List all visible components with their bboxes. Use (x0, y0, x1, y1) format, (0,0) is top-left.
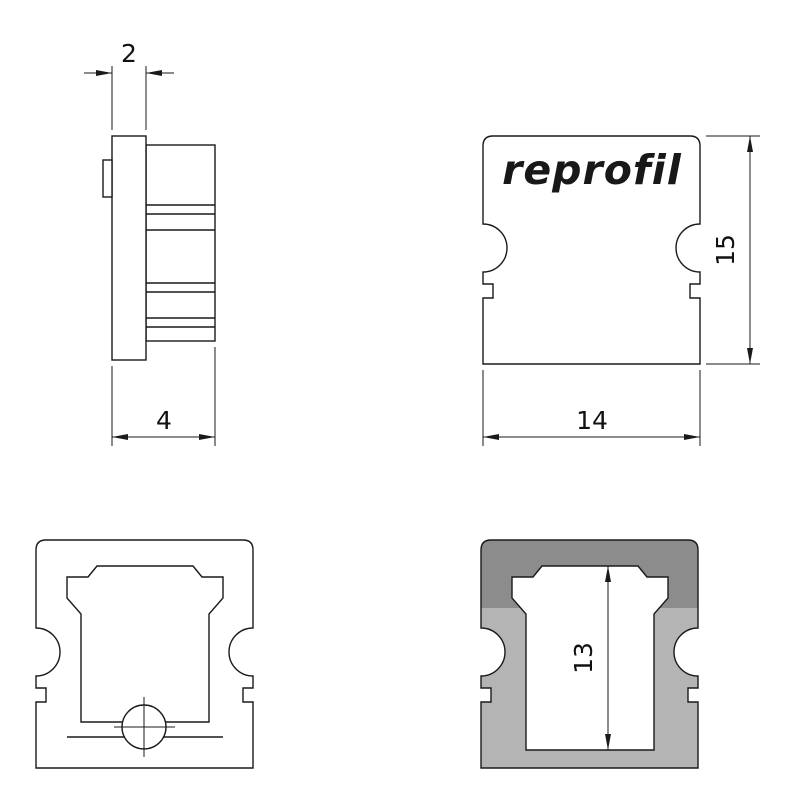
open-face-outline (35, 539, 254, 769)
side-clip-tab (102, 159, 113, 198)
dimension-value-14: 14 (576, 406, 608, 435)
dimension-lip-depth: 2 (84, 39, 174, 130)
dimension-height: 15 (706, 135, 760, 365)
dimension-arrow (483, 434, 499, 440)
dimension-arrow (146, 70, 162, 76)
extension-lines (482, 370, 701, 446)
view-open-face (35, 539, 254, 769)
dimension-value-15: 15 (711, 234, 740, 266)
side-detail-lines (146, 204, 215, 328)
front-outline (482, 135, 701, 365)
extension-lines (111, 66, 147, 130)
dimension-value-13: 13 (569, 642, 598, 674)
section-outline (480, 539, 699, 769)
view-front: reprofil 15 14 (482, 135, 760, 446)
brand-logo: reprofil (502, 146, 682, 194)
dimension-inner-height: 13 (569, 566, 611, 750)
hole-center-lines (114, 697, 175, 757)
dimension-arrow (96, 70, 112, 76)
dimension-width: 14 (482, 370, 701, 446)
dimension-arrow (747, 348, 753, 364)
view-section: 13 (480, 539, 699, 769)
dimension-value-4: 4 (156, 406, 172, 435)
extension-lines (111, 347, 216, 446)
dimension-total-depth: 4 (111, 347, 216, 446)
view-side: 2 4 (84, 39, 216, 446)
inner-profile-contour (66, 565, 224, 723)
dimension-arrow (112, 434, 128, 440)
side-plug-body (145, 144, 216, 342)
dimension-arrow (199, 434, 215, 440)
section-cavity (511, 565, 669, 751)
dimension-arrow (605, 566, 611, 582)
side-front-flange (111, 135, 147, 361)
dimension-value-2: 2 (121, 39, 137, 68)
dimension-arrow (747, 136, 753, 152)
dimension-arrow (605, 734, 611, 750)
extension-lines (706, 135, 760, 365)
dimension-arrow (684, 434, 700, 440)
